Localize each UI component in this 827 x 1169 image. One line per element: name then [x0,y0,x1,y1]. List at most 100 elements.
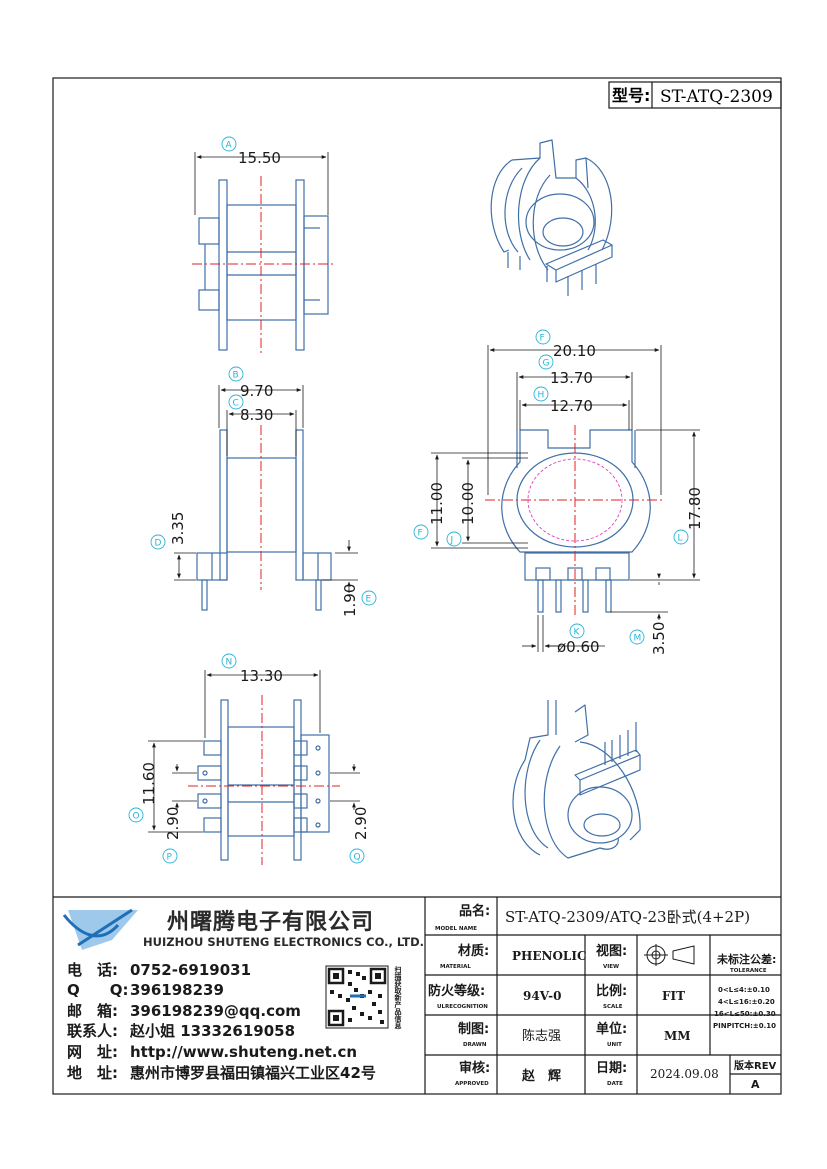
email-value: 396198239@qq.com [130,1002,301,1020]
tb-tolerance-label-en: TOLERANCE [730,968,767,974]
tb-unit-label-en: UNIT [607,1042,622,1048]
dim-top-width-label: 15.50 [238,149,281,167]
view-front-centerlines [485,425,665,615]
tb-material-label-en: MATERIAL [440,964,471,970]
callout-o: O [133,812,140,822]
qr-code [325,965,389,1029]
tb-date-label: 日期: [596,1061,627,1076]
callout-f-front: F [418,529,423,539]
tb-name-label: 品名: [459,903,490,919]
web-label: 网 址: [67,1043,118,1061]
model-value: ST-ATQ-2309 [660,87,773,107]
company-name-en: HUIZHOU SHUTENG ELECTRONICS CO., LTD. [143,935,424,949]
callout-f-top: F [540,334,545,344]
tb-material-value: PHENOLIC [512,949,587,963]
tb-drawn-label-en: DRAWN [463,1042,487,1048]
callout-q: Q [354,853,361,863]
title-block-labels: 品名: MODEL NAME ST-ATQ-2309/ATQ-23卧式(4+2P… [428,903,777,1091]
tb-tol-0: 0<L≤4:±0.10 [718,986,770,994]
tb-unit-value: MM [664,1029,691,1043]
tb-view-label-en: VIEW [603,964,619,970]
view-top-side [198,179,329,351]
front-pink-ellipse [527,458,623,542]
callout-e: E [366,595,372,605]
tb-flame-value: 94V-0 [523,989,561,1003]
dim-mid-inner-label: 8.30 [240,406,273,424]
dim-bottom-width-label: 13.30 [240,667,283,685]
dim-front [431,345,700,652]
dim-pin-len-front-label: 3.50 [650,622,668,655]
tb-approved-value: 赵 辉 [521,1068,561,1084]
addr-label: 地 址: [67,1064,118,1082]
dim-front-h1-label: 11.00 [428,482,446,525]
contact-value: 赵小姐 13332619058 [129,1022,295,1040]
tb-scale-value: FIT [662,989,685,1003]
callout-h: H [538,391,545,401]
company-logo [62,908,138,950]
callout-p: P [167,853,173,863]
tb-date-label-en: DATE [607,1081,623,1087]
model-header: 型号: ST-ATQ-2309 [608,81,782,109]
tb-unit-label: 单位: [596,1021,627,1037]
dim-mid [174,385,358,593]
callout-bubbles: A B C D E F F G H J K L M N O P Q [128,136,689,864]
dim-pitch-right-label: 2.90 [352,807,370,840]
tb-rev-label: 版本REV [734,1059,777,1072]
dim-top-width [194,152,329,215]
tb-scale-label-en: SCALE [603,1004,623,1010]
tb-view-label: 视图: [596,943,627,959]
dim-front-inner-label: 12.70 [550,397,593,415]
tb-approved-label-en: APPROVED [455,1081,489,1087]
qq-value: 396198239 [130,981,224,999]
tb-flame-label-en: ULRECOGNITION [437,1004,488,1010]
tb-rev-value: A [751,1078,760,1091]
qr-caption: 扫描获取新产品信息 [394,965,403,1030]
tb-tol-3: PINPITCH:±0.10 [713,1022,776,1030]
dim-mid-outer-label: 9.70 [240,382,273,400]
dim-front-outer-label: 20.10 [553,342,596,360]
callout-m: M [634,634,642,644]
view-mid-side [196,429,332,611]
dim-bottom [148,670,360,833]
view-bottom [197,699,330,861]
dim-front-total-h-label: 17.80 [686,487,704,530]
callout-n: N [226,658,233,668]
tb-scale-label: 比例: [596,983,627,999]
tb-tol-1: 4<L≤16:±0.20 [718,998,775,1006]
callout-k: K [574,628,581,638]
contact-label: 联系人: [67,1022,118,1040]
phone-label: 电 话: [67,961,118,979]
callout-d: D [155,539,162,549]
qq-label: Q Q: [67,981,129,999]
callout-c: C [233,399,239,409]
email-label: 邮 箱: [67,1002,118,1020]
dim-pitch-left-label: 2.90 [164,807,182,840]
view-front [501,429,651,613]
tb-drawn-value: 陈志强 [522,1028,561,1044]
company-name-cn: 州曙腾电子有限公司 [167,909,374,935]
tb-flame-label: 防火等级: [428,983,485,999]
dim-pin-len-label: 1.90 [341,584,359,617]
title-block-grid [53,896,781,1094]
tb-material-label: 材质: [458,943,489,959]
tb-name-label-en: MODEL NAME [435,926,477,932]
dim-pin-height-label: 3.35 [169,512,187,545]
callout-b: B [233,371,239,381]
tb-tol-2: 16<L≤50:±0.30 [714,1010,776,1018]
tb-name-value: ST-ATQ-2309/ATQ-23卧式(4+2P) [505,908,750,926]
iso-view-top [490,139,613,296]
view-symbol [644,944,695,966]
callout-a: A [226,141,233,151]
web-value: http://www.shuteng.net.cn [130,1043,357,1061]
callout-g: G [543,359,550,369]
view-top-centerlines [192,176,335,354]
dim-front-mid-label: 13.70 [550,369,593,387]
dim-pin-dia-label: ø0.60 [557,638,600,656]
company-block: 州曙腾电子有限公司 HUIZHOU SHUTENG ELECTRONICS CO… [62,908,424,1082]
view-bottom-centerlines [188,695,340,865]
model-label: 型号: [612,86,650,105]
dim-bottom-height-label: 11.60 [140,762,158,805]
sheet-border [52,77,782,1095]
addr-value: 惠州市博罗县福田镇福兴工业区42号 [130,1064,376,1082]
